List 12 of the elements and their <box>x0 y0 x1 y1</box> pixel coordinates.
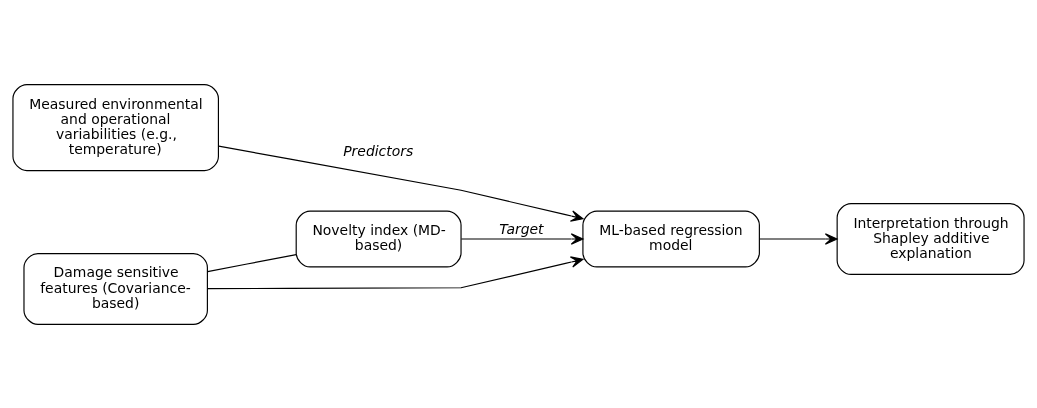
node-box: ML-based regression model <box>582 210 760 267</box>
node-box: Novelty index (MD-based) <box>295 210 462 267</box>
node-box: Interpretation through Shapley additive explanation <box>836 202 1025 275</box>
edge-label: Target <box>499 220 544 237</box>
connector <box>207 253 297 272</box>
arrow <box>460 232 584 245</box>
node-box: Damage sensitive features (Covariance-based) <box>23 252 208 325</box>
node-box: Measured environmental and operational variabilities (e.g., temperature) <box>12 83 219 171</box>
arrow <box>759 232 838 245</box>
arrow <box>218 145 584 222</box>
edge-label: Predictors <box>343 142 414 159</box>
arrow <box>207 255 584 289</box>
